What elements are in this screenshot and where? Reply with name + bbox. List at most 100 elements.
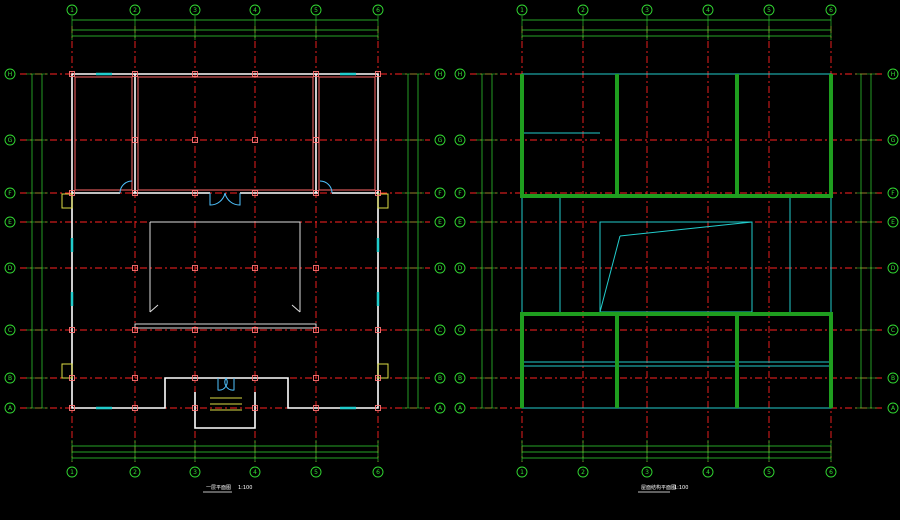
right-plan-axis-label-left-A: A [458, 405, 463, 412]
left-plan-axis-label-left-B: B [8, 375, 12, 382]
left-plan-column [132, 190, 138, 196]
left-plan-column [252, 327, 258, 333]
left-plan-column [69, 375, 75, 381]
right-plan-axis-label-right-A: A [891, 405, 896, 412]
right-plan-axis-label-left-G: G [458, 137, 463, 144]
left-plan-column [192, 265, 198, 271]
right-plan-axis-label-bottom-4: 4 [706, 469, 710, 476]
left-plan-axis-label-right-G: G [438, 137, 443, 144]
left-plan-column [313, 375, 319, 381]
right-plan-beams [520, 74, 833, 408]
right-plan-axis-label-right-C: C [891, 327, 895, 334]
left-plan-entry-porch [194, 392, 256, 429]
right-plan-axis-bubble-right-G [887, 134, 899, 146]
right-plan-axis-bubble-left-G [454, 134, 466, 146]
left-plan-axis-bubble-left-A [4, 402, 16, 414]
left-plan-column [252, 137, 258, 143]
right-plan-axis-label-left-B: B [458, 375, 462, 382]
right-plan-axis-bubble-right-A [887, 402, 899, 414]
right-plan-axis-bubble-top-1 [516, 4, 528, 16]
left-plan-axis-bubble-left-H [4, 68, 16, 80]
left-plan-wall-highlights [74, 76, 376, 191]
left-plan-axis-bubble-left-E [4, 216, 16, 228]
right-plan-axis-label-top-4: 4 [706, 7, 710, 14]
left-plan-axis-bubble-right-B [434, 372, 446, 384]
right-plan-axis-bubble-top-3 [641, 4, 653, 16]
right-plan-axis-bubble-right-F [887, 187, 899, 199]
right-plan-axis-bubble-right-D [887, 262, 899, 274]
left-plan-axis-label-left-E: E [8, 219, 12, 226]
right-plan-axis-bubble-left-C [454, 324, 466, 336]
left-plan-column [375, 327, 381, 333]
left-plan-axis-bubble-left-G [4, 134, 16, 146]
right-plan-axis-label-bottom-5: 5 [767, 469, 771, 476]
left-plan-axis-label-bottom-6: 6 [376, 469, 380, 476]
left-plan-axis-bubble-top-6 [372, 4, 384, 16]
left-plan-column [375, 190, 381, 196]
right-plan-title-block: 屋面结构平面图 1:100 [638, 484, 688, 493]
left-plan-axis-label-top-5: 5 [314, 7, 318, 14]
right-plan-axis-bubble-bottom-2 [577, 466, 589, 478]
left-plan-axis-bubble-left-D [4, 262, 16, 274]
left-plan-hall [134, 221, 317, 329]
left-plan-axis-label-top-6: 6 [376, 7, 380, 14]
left-plan-walls [71, 73, 379, 429]
left-plan-axis-label-left-H: H [8, 71, 13, 78]
right-plan-scale: 1:100 [674, 485, 688, 491]
left-plan-column [192, 375, 198, 381]
left-plan-axis-label-left-C: C [8, 327, 12, 334]
right-plan-axis-label-left-H: H [458, 71, 463, 78]
left-plan-axis-bubble-right-E [434, 216, 446, 228]
left-plan-axis-label-top-4: 4 [253, 7, 257, 14]
right-plan-axis-bubble-left-E [454, 216, 466, 228]
left-plan-axis-bubble-right-C [434, 324, 446, 336]
left-plan-column [252, 71, 258, 77]
right-plan-axis-bubble-top-4 [702, 4, 714, 16]
left-plan-axis-bubble-right-A [434, 402, 446, 414]
right-plan-axis-bubble-right-H [887, 68, 899, 80]
left-plan-axis-label-bottom-1: 1 [70, 469, 74, 476]
left-plan-title: 一层平面图 [206, 485, 231, 491]
left-plan-column [132, 327, 138, 333]
left-plan-axis-bubble-bottom-2 [129, 466, 141, 478]
right-plan-axis-label-left-C: C [458, 327, 462, 334]
left-plan-column [375, 375, 381, 381]
right-plan-axis-label-top-1: 1 [520, 7, 524, 14]
left-plan-axis-bubble-top-4 [249, 4, 261, 16]
left-plan-columns [69, 71, 381, 411]
right-plan-axis-label-bottom-6: 6 [829, 469, 833, 476]
right-plan-axis-bubble-left-F [454, 187, 466, 199]
left-plan-column [69, 190, 75, 196]
right-plan-axis-bubble-bottom-4 [702, 466, 714, 478]
left-plan-axis-bubble-top-3 [189, 4, 201, 16]
left-plan-axis-bubble-bottom-3 [189, 466, 201, 478]
left-plan-column [375, 405, 381, 411]
left-plan-axis-bubble-right-F [434, 187, 446, 199]
left-plan-axis-label-left-G: G [8, 137, 13, 144]
left-plan-column [69, 327, 75, 333]
left-plan-column [192, 71, 198, 77]
left-plan-axis-label-right-D: D [438, 265, 443, 272]
left-plan-axis-label-top-2: 2 [133, 7, 137, 14]
left-plan-column [192, 137, 198, 143]
right-plan-axis-label-right-G: G [891, 137, 896, 144]
right-plan-axis-label-top-3: 3 [645, 7, 649, 14]
right-plan-axis-bubble-bottom-1 [516, 466, 528, 478]
right-plan-axis-bubble-left-D [454, 262, 466, 274]
left-plan-axis-bubble-bottom-1 [66, 466, 78, 478]
left-plan-column [252, 190, 258, 196]
left-plan-axis-label-left-D: D [8, 265, 13, 272]
left-plan-outer-wall [71, 73, 379, 409]
right-plan-axis-label-right-H: H [891, 71, 896, 78]
right-plan-axis-bubble-bottom-5 [763, 466, 775, 478]
left-plan-column [313, 190, 319, 196]
left-plan-column [313, 265, 319, 271]
left-plan-column [313, 137, 319, 143]
left-plan-column [132, 265, 138, 271]
left-plan-axis-label-bottom-2: 2 [133, 469, 137, 476]
left-plan-axis-bubble-top-1 [66, 4, 78, 16]
left-plan-axis-label-top-1: 1 [70, 7, 74, 14]
left-plan-title-block: 一层平面图 1:100 [203, 485, 252, 493]
left-plan-axis-bubble-left-B [4, 372, 16, 384]
